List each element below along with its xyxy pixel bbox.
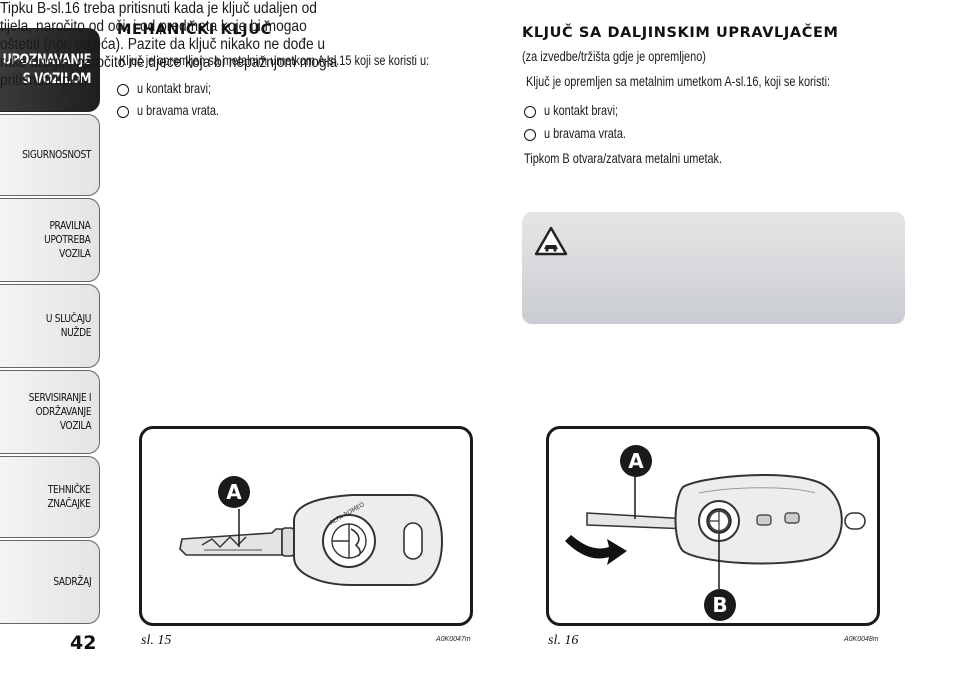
callout-a-sl15: A xyxy=(218,476,250,508)
figure-sl15: ALFA ROMEO A xyxy=(139,426,473,626)
caption-sl15: sl. 15 xyxy=(141,633,172,648)
rotate-arrow-icon xyxy=(565,535,627,565)
remote-key-illustration xyxy=(565,474,866,589)
warning-text-cont: ruke drugih, naročito ne djece koja bi n… xyxy=(0,54,338,89)
tab-servisiranje[interactable]: SERVISIRANJE I ODRŽAVANJE VOZILA xyxy=(0,370,100,454)
left-intro: Ključ je opremljen sa metalnim umetkom A… xyxy=(119,52,430,68)
right-intro: Ključ je opremljen sa metalnim umetkom A… xyxy=(526,73,831,89)
bullet-circle-icon xyxy=(524,129,536,141)
caption-sl16: sl. 16 xyxy=(548,633,579,648)
callout-a-sl16: A xyxy=(620,445,652,477)
bullet-circle-icon xyxy=(117,106,129,118)
tab-tehnicke-znacajke[interactable]: TEHNIČKE ZNAČAJKE xyxy=(0,456,100,538)
warning-triangle-car-icon xyxy=(534,226,568,256)
code-sl15: A0K0047m xyxy=(436,636,471,643)
left-bullet-1: u kontakt bravi; xyxy=(137,80,212,96)
tab-upoznavanje[interactable]: UPOZNAVANJE S VOZILOM xyxy=(0,28,100,112)
tab-sigurnosnost[interactable]: SIGURNOSNOST xyxy=(0,114,100,196)
mechanical-key-illustration: ALFA ROMEO xyxy=(179,494,444,586)
page-number: 42 xyxy=(70,632,97,654)
tab-sadrzaj[interactable]: SADRŽAJ xyxy=(0,540,100,624)
bullet-circle-icon xyxy=(524,106,536,118)
right-subnote: (za izvedbe/tržišta gdje je opremljeno) xyxy=(522,48,706,64)
right-note: Tipkom B otvara/zatvara metalni umetak. xyxy=(524,150,723,166)
tab-pravilna-upotreba[interactable]: PRAVILNA UPOTREBA VOZILA xyxy=(0,198,100,282)
right-bullet-2: u bravama vrata. xyxy=(544,125,626,141)
warning-box xyxy=(522,212,905,324)
right-heading: KLJUČ SA DALJINSKIM UPRAVLJAČEM xyxy=(522,25,839,41)
bullet-circle-icon xyxy=(117,84,129,96)
tab-u-slucaju-nuzde[interactable]: U SLUČAJU NUŽDE xyxy=(0,284,100,368)
left-bullet-2: u bravama vrata. xyxy=(137,102,219,118)
figure-sl16: A B xyxy=(546,426,880,626)
code-sl16: A0K0048m xyxy=(844,636,879,643)
warning-text: Tipku B-sl.16 treba pritisnuti kada je k… xyxy=(0,0,326,53)
right-bullet-1: u kontakt bravi; xyxy=(544,102,619,118)
left-heading: MEHANIČKI KLJUČ xyxy=(117,22,272,38)
callout-b-sl16: B xyxy=(704,589,736,621)
